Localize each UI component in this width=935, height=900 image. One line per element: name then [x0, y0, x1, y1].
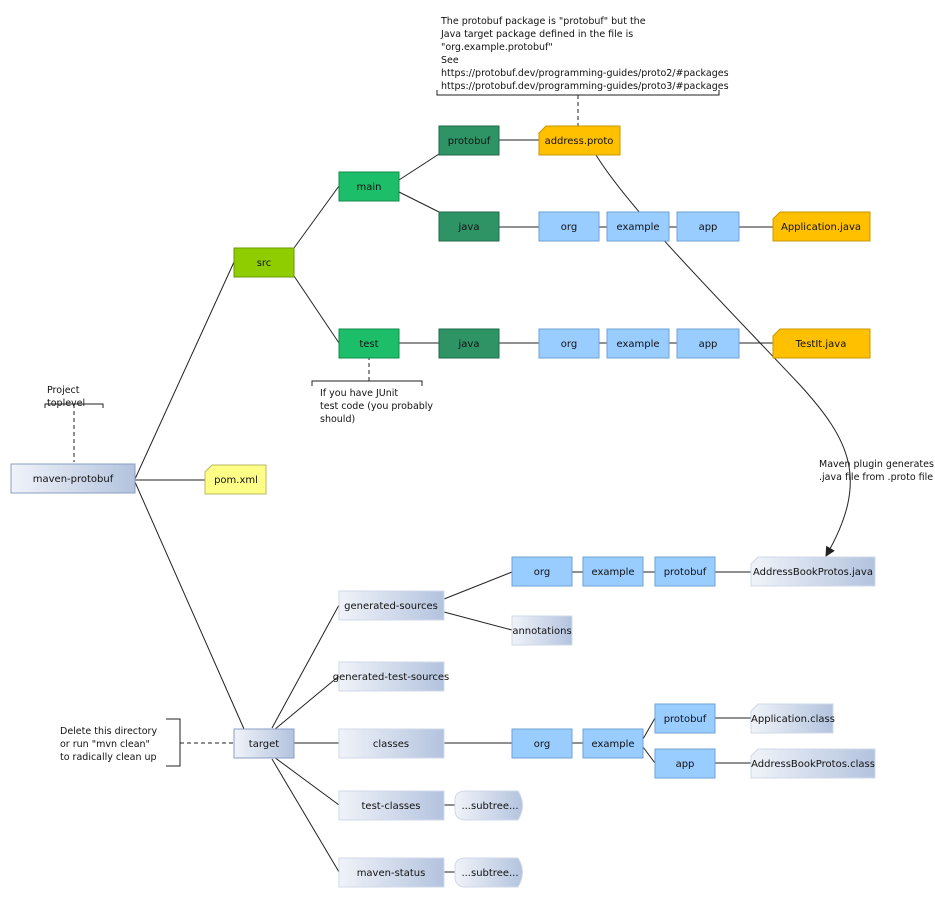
svg-text:If you have JUnit: If you have JUnit — [320, 388, 398, 399]
node-main[interactable]: main — [338, 171, 400, 202]
svg-text:Maven plugin generates: Maven plugin generates — [819, 459, 934, 470]
svg-text:maven-status: maven-status — [357, 868, 426, 879]
svg-text:should): should) — [320, 414, 355, 425]
node-src[interactable]: src — [233, 247, 295, 278]
node-test-app[interactable]: app — [676, 328, 740, 359]
svg-text:"org.example.protobuf": "org.example.protobuf" — [441, 42, 553, 53]
node-testit-java[interactable]: TestIt.java — [772, 328, 871, 359]
node-gen-protobuf[interactable]: protobuf — [654, 556, 716, 587]
svg-text:...subtree...: ...subtree... — [461, 868, 518, 879]
svg-text:protobuf: protobuf — [448, 136, 491, 147]
node-address-proto[interactable]: address.proto — [538, 125, 621, 156]
node-gen-example[interactable]: example — [582, 556, 644, 587]
svg-text:maven-protobuf: maven-protobuf — [33, 474, 114, 485]
svg-text:protobuf: protobuf — [664, 567, 707, 578]
node-generated-test-sources[interactable]: generated-test-sources — [333, 661, 450, 692]
svg-text:pom.xml: pom.xml — [214, 475, 258, 486]
node-main-example[interactable]: example — [606, 211, 670, 242]
svg-text:app: app — [699, 339, 718, 350]
node-pom-xml[interactable]: pom.xml — [204, 464, 267, 495]
svg-text:to radically clean up: to radically clean up — [60, 752, 157, 763]
node-test[interactable]: test — [338, 328, 400, 359]
node-maven-status[interactable]: maven-status — [338, 857, 445, 888]
svg-text:test: test — [359, 339, 378, 350]
note-protobuf-package: The protobuf package is "protobuf" but t… — [436, 16, 729, 126]
node-target[interactable]: target — [233, 728, 295, 759]
node-application-java[interactable]: Application.java — [772, 211, 871, 242]
svg-text:src: src — [257, 258, 272, 269]
svg-text:test-classes: test-classes — [362, 801, 421, 812]
node-cls-protobuf[interactable]: protobuf — [654, 703, 716, 734]
svg-text:org: org — [561, 339, 577, 350]
node-main-protobuf[interactable]: protobuf — [438, 125, 500, 156]
svg-text:org: org — [534, 739, 550, 750]
svg-text:.java file from .proto file: .java file from .proto file — [819, 472, 933, 483]
svg-text:org: org — [561, 222, 577, 233]
svg-text:Application.class: Application.class — [751, 714, 835, 725]
svg-text:https://protobuf.dev/programmi: https://protobuf.dev/programming-guides/… — [441, 68, 729, 79]
svg-text:example: example — [616, 339, 659, 350]
svg-text:The protobuf package is "proto: The protobuf package is "protobuf" but t… — [440, 16, 646, 27]
node-test-classes-subtree[interactable]: ...subtree... — [454, 790, 523, 821]
node-main-org[interactable]: org — [538, 211, 600, 242]
svg-text:See: See — [441, 55, 459, 66]
svg-text:generated-test-sources: generated-test-sources — [333, 672, 450, 683]
svg-text:protobuf: protobuf — [664, 714, 707, 725]
node-cls-example[interactable]: example — [582, 728, 644, 759]
node-main-java[interactable]: java — [438, 211, 500, 242]
note-project-toplevel: Project toplevel — [44, 385, 104, 462]
svg-text:example: example — [591, 567, 634, 578]
node-addressbookprotos-class[interactable]: AddressBookProtos.class — [750, 748, 876, 779]
svg-text:https://protobuf.dev/programmi: https://protobuf.dev/programming-guides/… — [441, 81, 729, 92]
node-test-org[interactable]: org — [538, 328, 600, 359]
svg-text:AddressBookProtos.class: AddressBookProtos.class — [751, 759, 875, 770]
svg-text:Java target package defined in: Java target package defined in the file … — [440, 29, 633, 40]
node-test-java[interactable]: java — [438, 328, 500, 359]
svg-text:java: java — [458, 339, 480, 350]
svg-text:...subtree...: ...subtree... — [461, 801, 518, 812]
svg-text:org: org — [534, 567, 550, 578]
node-maven-protobuf[interactable]: maven-protobuf — [10, 463, 136, 494]
svg-text:example: example — [591, 739, 634, 750]
node-maven-status-subtree[interactable]: ...subtree... — [454, 857, 523, 888]
node-test-classes[interactable]: test-classes — [338, 790, 445, 821]
node-annotations[interactable]: annotations — [511, 615, 573, 646]
note-junit: If you have JUnit test code (you probabl… — [311, 358, 433, 425]
tree-edges — [134, 139, 773, 873]
node-cls-org[interactable]: org — [511, 728, 573, 759]
node-addressbookprotos-java[interactable]: AddressBookProtos.java — [750, 556, 876, 587]
svg-text:AddressBookProtos.java: AddressBookProtos.java — [753, 567, 873, 578]
node-generated-sources[interactable]: generated-sources — [338, 590, 445, 621]
node-gen-org[interactable]: org — [511, 556, 573, 587]
svg-text:classes: classes — [373, 739, 409, 750]
svg-text:test code (you probably: test code (you probably — [320, 401, 433, 412]
svg-text:app: app — [676, 759, 695, 770]
svg-text:generated-sources: generated-sources — [344, 601, 438, 612]
node-application-class[interactable]: Application.class — [750, 703, 835, 734]
svg-text:Application.java: Application.java — [781, 222, 861, 233]
svg-text:java: java — [458, 222, 480, 233]
svg-text:Delete this directory: Delete this directory — [60, 726, 157, 737]
svg-text:annotations: annotations — [512, 626, 571, 637]
note-maven-plugin: Maven plugin generates .java file from .… — [595, 154, 934, 557]
svg-text:address.proto: address.proto — [545, 136, 614, 147]
svg-text:Project: Project — [47, 385, 80, 396]
svg-text:example: example — [616, 222, 659, 233]
svg-text:main: main — [357, 182, 382, 193]
node-main-app[interactable]: app — [676, 211, 740, 242]
node-cls-app[interactable]: app — [654, 748, 716, 779]
note-delete-target: Delete this directory or run "mvn clean"… — [60, 718, 234, 767]
node-classes[interactable]: classes — [338, 728, 445, 759]
svg-text:target: target — [249, 739, 279, 750]
svg-text:app: app — [699, 222, 718, 233]
svg-text:or run "mvn clean": or run "mvn clean" — [60, 739, 150, 750]
node-test-example[interactable]: example — [606, 328, 670, 359]
svg-text:TestIt.java: TestIt.java — [795, 339, 847, 350]
